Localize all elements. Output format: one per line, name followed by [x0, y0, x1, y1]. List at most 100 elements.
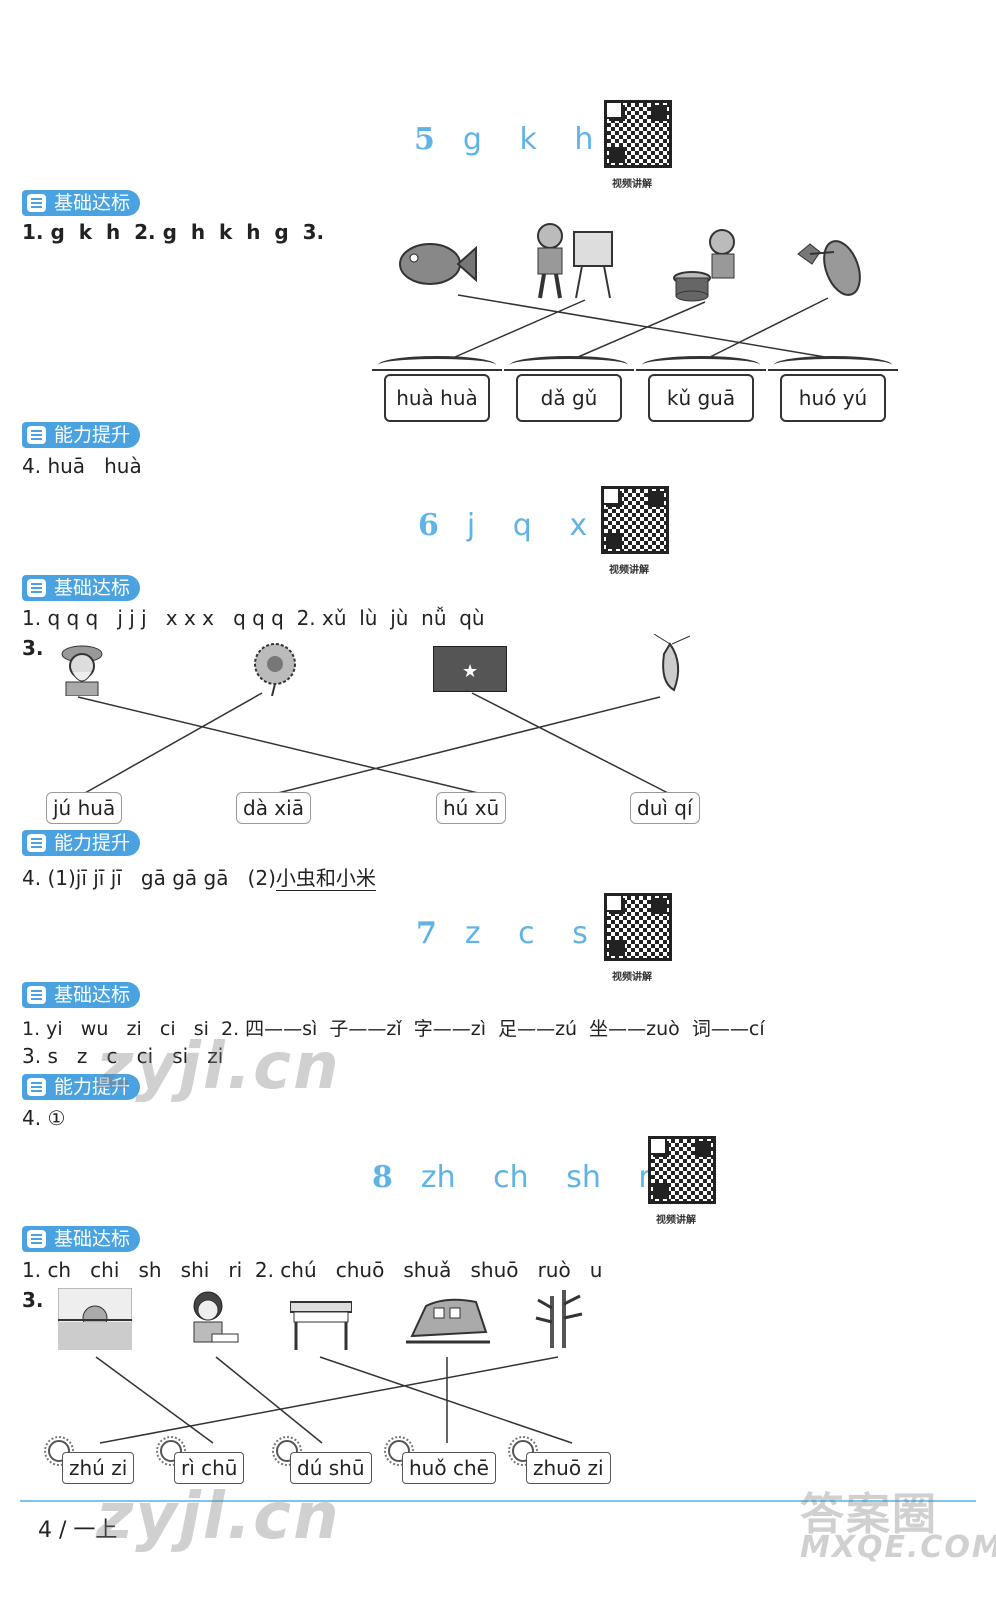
match-line [95, 1356, 214, 1444]
house-card[interactable]: dǎ gǔ [504, 356, 634, 422]
answer-line: 1. yi wu zi ci si 2. 四——sì 子——zǐ 字——zì 足… [22, 1018, 765, 1040]
badge-label: 能力提升 [54, 1076, 131, 1098]
match-line [577, 301, 706, 358]
watermark: 答案圈 [800, 1489, 938, 1540]
badge-label: 能力提升 [54, 424, 131, 446]
match-line [709, 297, 829, 358]
lesson-number: 5 [414, 122, 435, 157]
house-card[interactable]: huó yú [768, 356, 898, 422]
train-icon [406, 1298, 490, 1344]
question-number: 3. [22, 636, 44, 660]
pinyin-card[interactable]: dú shū [290, 1452, 372, 1484]
qr-label: 视频讲解 [612, 972, 652, 983]
lesson-number: 8 [372, 1160, 393, 1195]
match-line [457, 294, 826, 358]
document-icon [27, 986, 46, 1004]
flag-icon: ★ [433, 646, 507, 692]
pinyin-card[interactable]: hú xū [436, 792, 507, 824]
pinyin-card[interactable]: rì chū [174, 1452, 245, 1484]
house-label: dǎ gǔ [516, 374, 622, 422]
watermark: MXQE.COM [800, 1530, 996, 1565]
badge-label: 基础达标 [54, 984, 131, 1006]
match-line [277, 696, 661, 794]
pinyin-card[interactable]: jú huā [46, 792, 123, 824]
page-number: 4 / 一上 [38, 1518, 118, 1543]
fish-icon [399, 243, 477, 285]
pinyin-card[interactable]: dà xiā [236, 792, 311, 824]
house-card[interactable]: kǔ guā [636, 356, 766, 422]
match-line [77, 696, 479, 794]
answer-line: 4. huā huà [22, 454, 142, 478]
table-icon [290, 1301, 352, 1350]
bitter-melon-icon [797, 240, 861, 296]
match-line [215, 1356, 323, 1444]
match-line [471, 692, 669, 794]
sunrise-icon [58, 1288, 132, 1350]
badge-label: 基础达标 [54, 192, 131, 214]
pinyin-card[interactable]: zhú zi [62, 1452, 135, 1484]
lesson-letters: j q x [466, 508, 588, 543]
lesson-letters: zh ch sh r [420, 1160, 651, 1195]
painter-icon [537, 223, 613, 299]
badge-label: 能力提升 [54, 832, 131, 854]
girl-reading-icon [193, 1291, 239, 1343]
house-card[interactable]: huà huà [372, 356, 502, 422]
pinyin-card[interactable]: huǒ chē [402, 1452, 496, 1484]
badge-ability: 能力提升 [22, 422, 141, 448]
qr-code-icon[interactable] [601, 486, 669, 554]
question-number: 3. [22, 1288, 44, 1312]
lesson-7-title: 7 z c s [416, 916, 588, 951]
book-icon [27, 834, 46, 852]
answer-line: 1. ch chi sh shi ri 2. chú chuō shuǎ shu… [22, 1258, 603, 1282]
chrysanthemum-icon [254, 643, 296, 696]
footer-divider [20, 1500, 976, 1502]
lesson-5-title: 5 g k h [414, 122, 593, 157]
document-icon [27, 194, 46, 212]
badge-basic: 基础达标 [22, 1226, 141, 1252]
badge-basic: 基础达标 [22, 190, 141, 216]
shrimp-icon [653, 634, 691, 692]
document-icon [27, 579, 46, 597]
badge-ability: 能力提升 [22, 1074, 141, 1100]
bamboo-icon [535, 1290, 583, 1348]
answer-line: 4. ① [22, 1106, 66, 1130]
match-line [319, 1356, 573, 1444]
qr-label: 视频讲解 [612, 179, 652, 190]
pinyin-card[interactable]: duì qí [630, 792, 700, 824]
badge-ability: 能力提升 [22, 830, 141, 856]
lesson-letters: g k h [462, 122, 594, 157]
qr-code-icon[interactable] [604, 893, 672, 961]
qr-label: 视频讲解 [609, 565, 649, 576]
house-label: huà huà [384, 374, 490, 422]
match-line [99, 1356, 559, 1444]
grandpa-icon [61, 645, 103, 696]
qr-code-icon[interactable] [604, 100, 672, 168]
answer-line: 1. g k h 2. g h k h g 3. [22, 220, 325, 244]
match-line [454, 299, 586, 358]
answer-part: 4. (1)jī jī jī gā gā gā (2) [22, 866, 276, 890]
badge-basic: 基础达标 [22, 982, 141, 1008]
lesson-number: 6 [418, 508, 439, 543]
document-icon [27, 1230, 46, 1248]
lesson-6-title: 6 j q x [418, 508, 587, 543]
pinyin-card[interactable]: zhuō zi [526, 1452, 611, 1484]
answer-line: 1. q q q j j j x x x q q q 2. xǔ lù jù n… [22, 606, 485, 630]
lesson-8-title: 8 zh ch sh r [372, 1160, 651, 1195]
house-label: huó yú [780, 374, 886, 422]
qr-code-icon[interactable] [648, 1136, 716, 1204]
lesson-number: 7 [416, 916, 437, 951]
watermark: zyjl.cn [96, 1030, 341, 1104]
badge-label: 基础达标 [54, 577, 131, 599]
answer-line: 4. (1)jī jī jī gā gā gā (2)小虫和小米 [22, 862, 376, 891]
badge-label: 基础达标 [54, 1228, 131, 1250]
book-icon [27, 426, 46, 444]
badge-basic: 基础达标 [22, 575, 141, 601]
answer-line: 3. s z c ci si zi [22, 1044, 224, 1068]
drummer-icon [673, 229, 735, 302]
match-line [84, 692, 263, 794]
lesson-letters: z c s [464, 916, 588, 951]
book-icon [27, 1078, 46, 1096]
qr-label: 视频讲解 [656, 1215, 696, 1226]
watermark: zyjl.cn [96, 1480, 341, 1554]
answer-underlined: 小虫和小米 [275, 866, 376, 891]
